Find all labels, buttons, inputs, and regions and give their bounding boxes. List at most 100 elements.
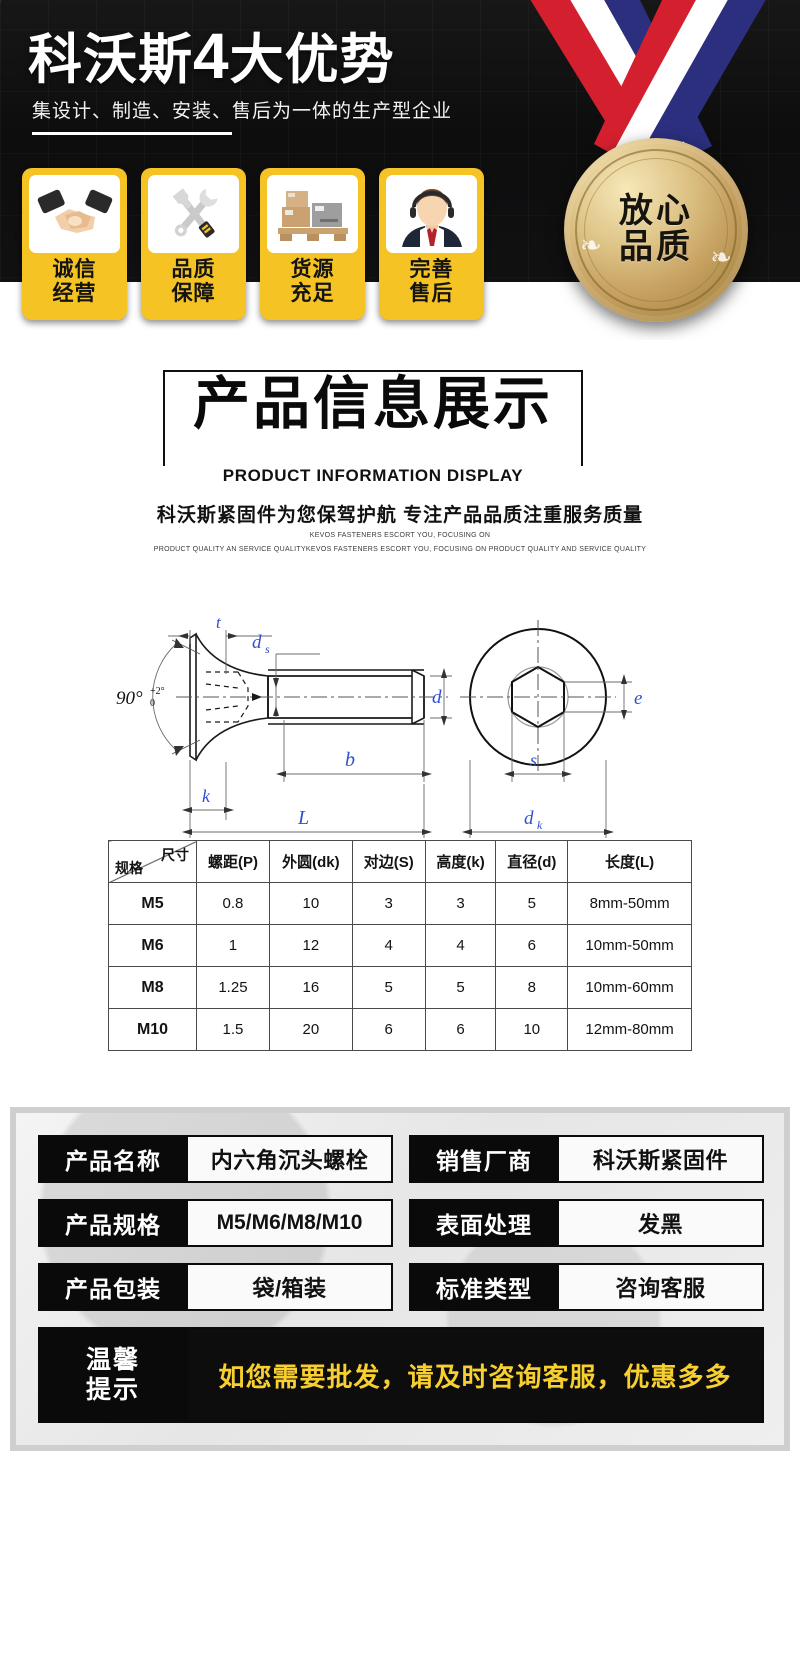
attribute-value: 发黑 xyxy=(559,1199,764,1247)
table-header-row: 尺寸 规格 螺距(P) 外圆(dk) 对边(S) 高度(k) 直径(d) 长度(… xyxy=(108,840,692,883)
page-title: 产品信息展示 xyxy=(193,372,553,436)
page-title-english: PRODUCT INFORMATION DISPLAY xyxy=(163,466,583,486)
attribute-value: 内六角沉头螺栓 xyxy=(188,1135,393,1183)
attribute-row: 产品名称 内六角沉头螺栓 销售厂商 科沃斯紧固件 xyxy=(38,1135,764,1183)
cell-diameter: 5 xyxy=(495,882,569,925)
attribute-row: 产品规格 M5/M6/M8/M10 表面处理 发黑 xyxy=(38,1199,764,1247)
cell-diameter: 6 xyxy=(495,924,569,967)
attribute-key: 产品规格 xyxy=(38,1199,188,1247)
hero-title-number: 4 xyxy=(193,20,230,92)
attribute-value: 科沃斯紧固件 xyxy=(559,1135,764,1183)
dim-label-ds-sub: s xyxy=(265,642,270,656)
cell-height: 3 xyxy=(424,882,497,925)
cell-model: M8 xyxy=(108,966,197,1009)
dim-label-k: k xyxy=(202,786,211,806)
col-header-height: 高度(k) xyxy=(424,840,497,883)
attribute-seller: 销售厂商 科沃斯紧固件 xyxy=(409,1135,764,1183)
advantage-card-supply[interactable]: 货源 充足 xyxy=(260,168,365,320)
attribute-specification: 产品规格 M5/M6/M8/M10 xyxy=(38,1199,393,1247)
boxes-pallet-icon xyxy=(267,175,358,253)
advantage-label-line2: 保障 xyxy=(171,281,216,305)
cell-length: 10mm-50mm xyxy=(567,924,692,967)
quality-medal: ❧ ❧ 放心 品质 xyxy=(506,0,796,332)
cell-pitch: 0.8 xyxy=(196,882,270,925)
hero-title: 科沃斯4大优势 xyxy=(28,24,395,88)
cell-height: 4 xyxy=(424,924,497,967)
cell-acrossflats: 4 xyxy=(351,924,426,967)
hero-divider xyxy=(32,132,232,135)
attribute-key: 销售厂商 xyxy=(409,1135,559,1183)
advantage-card-quality[interactable]: 品质 保障 xyxy=(141,168,246,320)
medal-disc: ❧ ❧ 放心 品质 xyxy=(564,138,748,322)
dim-label-t: t xyxy=(216,613,222,632)
medal-inner-ring-2 xyxy=(584,158,728,302)
product-info-heading-section: 产品信息展示 PRODUCT INFORMATION DISPLAY 科沃斯紧固… xyxy=(0,340,800,570)
cell-headdia: 20 xyxy=(268,1008,353,1051)
advantage-label-line2: 充足 xyxy=(290,281,335,305)
spec-table-section: 尺寸 规格 螺距(P) 外圆(dk) 对边(S) 高度(k) 直径(d) 长度(… xyxy=(0,840,800,1051)
dim-label-d: d xyxy=(432,687,442,708)
advantage-label-line1: 货源 xyxy=(290,258,335,281)
corner-label-spec: 规格 xyxy=(115,860,143,876)
dim-label-L: L xyxy=(297,807,309,829)
micro-text-line-2: PRODUCT QUALITY AN SERVICE QUALITYKEVOS … xyxy=(153,546,647,553)
cell-height: 6 xyxy=(424,1008,497,1051)
panel-background: 产品名称 内六角沉头螺栓 销售厂商 科沃斯紧固件 产品规格 M5/M6/M8/M… xyxy=(16,1113,784,1445)
table-row: M5 0.8 10 3 3 5 8mm-50mm xyxy=(108,882,692,925)
tips-message[interactable]: 如您需要批发，请及时咨询客服，优惠多多 xyxy=(188,1327,764,1423)
advantage-card-list: 诚信 经营 xyxy=(22,168,484,320)
cell-pitch: 1.25 xyxy=(196,966,270,1009)
advantage-card-integrity[interactable]: 诚信 经营 xyxy=(22,168,127,320)
medal-inner-ring xyxy=(575,149,737,311)
attribute-value: 咨询客服 xyxy=(559,1263,764,1311)
attribute-row: 产品包装 袋/箱装 标准类型 咨询客服 xyxy=(38,1263,764,1311)
hero-title-prefix: 科沃斯 xyxy=(28,30,193,90)
advantage-card-label: 诚信 经营 xyxy=(53,258,97,305)
support-agent-icon xyxy=(386,175,477,253)
attribute-key: 表面处理 xyxy=(409,1199,559,1247)
cell-length: 8mm-50mm xyxy=(567,882,692,925)
advantage-card-label: 货源 充足 xyxy=(291,258,335,305)
medal-text-line2: 品质 xyxy=(619,228,693,266)
advantage-label-line2: 经营 xyxy=(52,281,97,305)
attribute-surface-treatment: 表面处理 发黑 xyxy=(409,1199,764,1247)
medal-text: 放心 品质 xyxy=(619,194,693,265)
laurel-left-icon: ❧ xyxy=(580,230,602,260)
advantage-label-line1: 完善 xyxy=(409,258,454,281)
attribute-value: M5/M6/M8/M10 xyxy=(188,1199,393,1247)
specification-table: 尺寸 规格 螺距(P) 外圆(dk) 对边(S) 高度(k) 直径(d) 长度(… xyxy=(108,840,692,1051)
hero-banner: 科沃斯4大优势 集设计、制造、安装、售后为一体的生产型企业 诚信 经营 xyxy=(0,0,800,340)
advantage-card-aftersales[interactable]: 完善 售后 xyxy=(379,168,484,320)
cell-headdia: 10 xyxy=(268,882,353,925)
hero-title-suffix: 大优势 xyxy=(229,30,395,90)
table-row: M8 1.25 16 5 5 8 10mm-60mm xyxy=(108,966,692,1009)
cell-height: 5 xyxy=(424,966,497,1009)
col-header-diameter: 直径(d) xyxy=(495,840,569,883)
advantage-label-line2: 售后 xyxy=(409,281,454,305)
cell-acrossflats: 3 xyxy=(351,882,426,925)
attribute-standard-type: 标准类型 咨询客服 xyxy=(409,1263,764,1311)
table-corner-cell: 尺寸 规格 xyxy=(108,840,197,883)
cell-headdia: 12 xyxy=(268,924,353,967)
dim-label-dk: d xyxy=(524,808,534,829)
attribute-key: 产品名称 xyxy=(38,1135,188,1183)
attribute-key: 产品包装 xyxy=(38,1263,188,1311)
dim-label-ds: d xyxy=(252,632,262,653)
attribute-value: 袋/箱装 xyxy=(188,1263,393,1311)
col-header-pitch: 螺距(P) xyxy=(196,840,270,883)
cell-headdia: 16 xyxy=(268,966,353,1009)
cell-pitch: 1.5 xyxy=(196,1008,270,1051)
attribute-key: 标准类型 xyxy=(409,1263,559,1311)
table-row: M10 1.5 20 6 6 10 12mm-80mm xyxy=(108,1008,692,1051)
dim-label-angle: 90° xyxy=(116,688,143,709)
cell-diameter: 10 xyxy=(495,1008,569,1051)
advantage-label-line1: 诚信 xyxy=(52,258,97,281)
tips-label-line1: 温馨 xyxy=(85,1346,140,1374)
cell-model: M10 xyxy=(108,1008,197,1051)
cell-length: 10mm-60mm xyxy=(567,966,692,1009)
dim-label-angle-tol-top: +2° xyxy=(150,686,165,697)
micro-text-line-1: KEVOS FASTENERS ESCORT YOU, FOCUSING ON xyxy=(309,532,491,539)
advantage-label-line1: 品质 xyxy=(171,258,216,281)
tips-label-line2: 提示 xyxy=(85,1376,140,1404)
cell-pitch: 1 xyxy=(196,924,270,967)
